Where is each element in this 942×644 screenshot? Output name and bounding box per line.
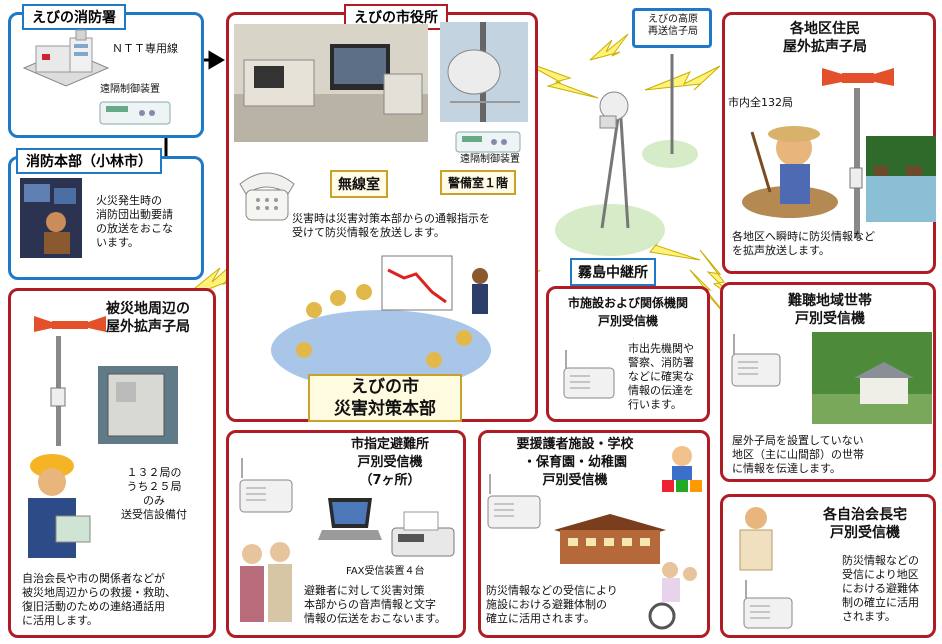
- fax-machine-icon: [391, 511, 455, 557]
- mountain-house-photo: [812, 332, 932, 424]
- school-building-illustration: [554, 514, 666, 564]
- disaster-area-note: １３２局の うち２５局 のみ 送受信設備付: [121, 466, 187, 521]
- child-blocks-illustration: [662, 446, 702, 492]
- radio-room-label: 無線室: [330, 170, 388, 198]
- city-facilities-title: 市施設および関係機関 戸別受信機: [567, 296, 688, 328]
- shelters-title: 市指定避難所 戸別受信機 （7ヶ所）: [350, 437, 429, 488]
- shelters-receiver-icon: [239, 458, 293, 513]
- worker-illustration: [28, 454, 91, 558]
- remote-households-text: 屋外子局を設置していない 地区（主に山間部）の世帯 に情報を伝達します。: [732, 434, 864, 475]
- disaster-hq-label: えびの市 災害対策本部: [308, 374, 462, 422]
- remote-households-receiver-icon: [731, 334, 781, 387]
- wheelchair-illustration: [648, 562, 697, 630]
- remote-control-device-icon: [99, 101, 171, 125]
- city-hall-remote-label: 遠隔制御装置: [460, 154, 520, 165]
- care-facilities-title: 要援護者施設・学校 ・保育園・幼稚園 戸別受信機: [516, 437, 634, 488]
- relay-tower-illustration: [555, 54, 698, 256]
- antenna-photo: [440, 22, 528, 122]
- shelters-text: 避難者に対して災害対策 本部からの音声情報と文字 情報の伝送をおこないます。: [304, 584, 446, 625]
- speaker-pole: [849, 88, 863, 238]
- city-facilities-text: 市出先機関や 警察、消防署 などに確実な 情報の伝達を 行います。: [628, 342, 694, 411]
- disaster-hq-meeting-illustration: [271, 255, 491, 390]
- chair-person-illustration: [739, 507, 773, 571]
- speaker-horn-icon: [822, 68, 894, 86]
- outdoor-speaker-text: 各地区へ瞬時に防災情報など を拡声放送します。: [732, 230, 875, 257]
- disaster-area-text: 自治会長や市の関係者などが 被災地周辺からの救援・救助、 復旧活動のための連絡通…: [22, 572, 176, 627]
- radio-room-photo: [234, 24, 428, 142]
- telephone-icon: [239, 172, 295, 221]
- speaker-count: 市内全132局: [728, 96, 793, 109]
- ntt-line-label: ＮＴＴ専用線: [112, 42, 178, 55]
- fire-hq-text: 火災発生時の 消防団出動要請 の放送をおこな います。: [96, 194, 173, 249]
- equipment-cabinet-photo: [98, 366, 178, 444]
- care-facilities-text: 防災情報などの受信により 施設における避難体制の 確立に活用されます。: [486, 584, 618, 625]
- elderly-couple-illustration: [240, 542, 292, 622]
- remote-households-title: 難聴地域世帯 戸別受信機: [788, 293, 872, 327]
- disaster-area-title: 被災地周辺の 屋外拡声子局: [106, 301, 190, 335]
- outdoor-speaker-title: 各地区住民 屋外拡声子局: [783, 21, 867, 55]
- rice-field-photo: [866, 136, 936, 222]
- guard-room-label: 警備室１階: [440, 170, 517, 195]
- chairs-title: 各自治会長宅 戸別受信機: [823, 507, 907, 541]
- city-hall-remote-device-icon: [455, 131, 521, 153]
- chairs-receiver-icon: [743, 580, 793, 629]
- dispatcher-photo: [20, 178, 82, 258]
- farmer-illustration: [742, 126, 838, 218]
- laptop-icon: [318, 498, 382, 540]
- chairs-text: 防災情報などの 受信により地区 における避難体 制の確立に活用 されます。: [842, 554, 919, 623]
- city-facilities-panel: [546, 286, 710, 422]
- disaster-speaker-horn-icon: [34, 316, 106, 332]
- city-facilities-receiver-icon: [563, 350, 615, 399]
- relay-tag-text: えびの高原 再送信子局: [648, 14, 698, 37]
- relay-tag: [632, 8, 712, 48]
- disaster-speaker-pole: [50, 336, 66, 446]
- care-facilities-receiver-icon: [487, 474, 541, 529]
- broadcast-text: 災害時は災害対策本部からの通報指示を 受けて防災情報を放送します。: [292, 212, 490, 239]
- fire-station-tag: えびの消防署: [22, 4, 126, 30]
- fire-hq-tag: 消防本部（小林市）: [16, 148, 162, 174]
- fax-label: FAX受信装置４台: [346, 566, 425, 577]
- fire-station-remote-label: 遠隔制御装置: [100, 84, 160, 95]
- fire-station-building-icon: [22, 29, 110, 87]
- relay-station-name: 霧島中継所: [570, 258, 656, 286]
